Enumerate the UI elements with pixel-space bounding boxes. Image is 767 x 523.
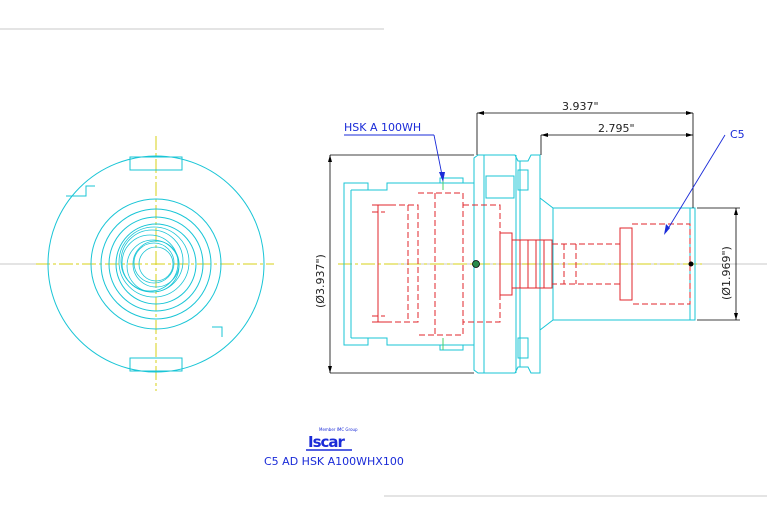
overall-length-dimension: 3.937" (562, 100, 599, 113)
gauge-point-marker (472, 260, 480, 268)
flange-diameter-dimension: (Ø3.937") (314, 254, 327, 308)
c5-shank-callout: C5 (730, 128, 745, 141)
callout-leaders (344, 134, 726, 235)
shank-length-dimension: 2.795" (598, 122, 635, 135)
side-view: 3.937" 2.795" (Ø3.937") (Ø1.969") HSK A … (314, 100, 767, 374)
svg-text:Member IMC Group: Member IMC Group (319, 427, 358, 432)
hidden-lines (372, 192, 691, 336)
sheet-border (0, 28, 767, 497)
dimension-lines (328, 111, 740, 374)
svg-text:Iscar: Iscar (308, 433, 346, 451)
end-view (0, 136, 274, 391)
flange-outer-circle (47, 155, 265, 373)
top-drive-slot (129, 156, 183, 171)
shank-end-marker (688, 261, 694, 267)
iscar-logo: Member IMC Group Iscar (306, 427, 358, 451)
bottom-drive-slot (129, 357, 183, 372)
c5-shank (552, 207, 696, 321)
part-number: C5 AD HSK A100WHX100 (264, 455, 404, 468)
shank-diameter-dimension: (Ø1.969") (720, 246, 733, 300)
hsk-taper-callout: HSK A 100WH (344, 121, 421, 134)
